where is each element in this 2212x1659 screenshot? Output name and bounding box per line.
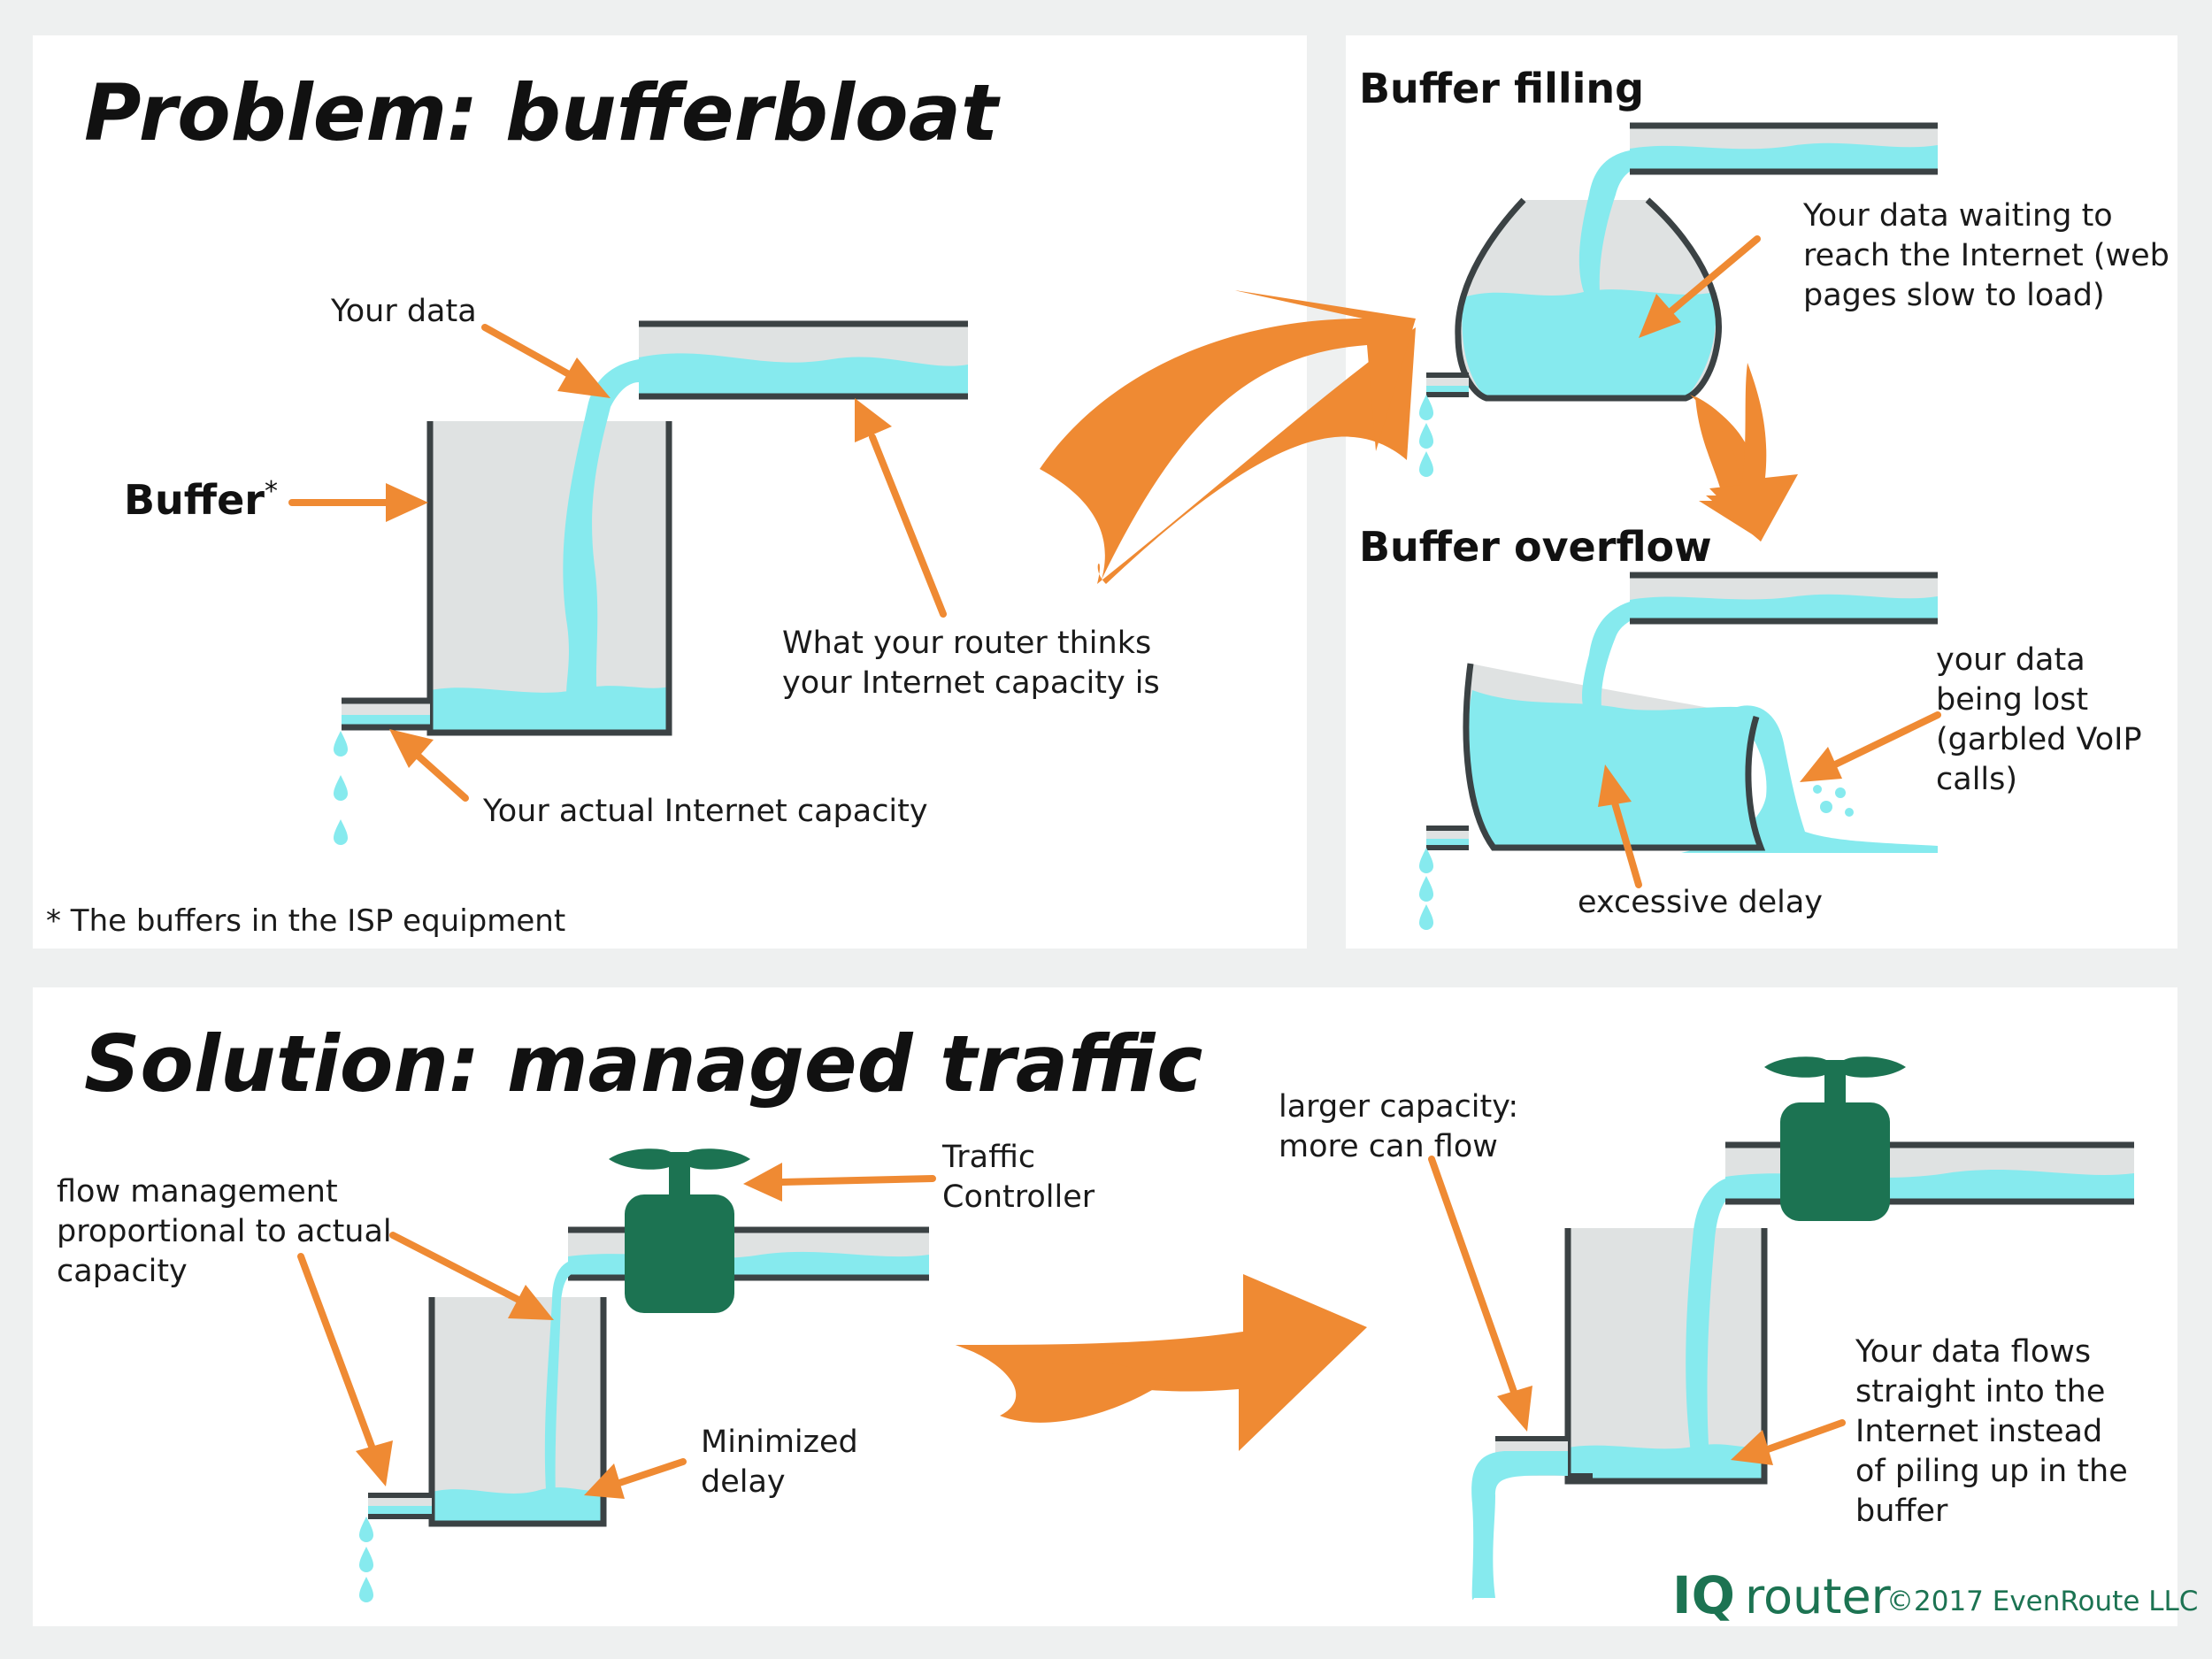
traffic-controller-label: Traffic Controller: [941, 1140, 1095, 1215]
arrow-head-icon: [1800, 747, 1842, 782]
large-capacity-arrows: [1428, 1156, 1846, 1465]
excessive-delay-label: excessive delay: [1578, 885, 1823, 920]
minimized-delay-label: Minimized delay: [701, 1425, 868, 1500]
buffer-label: Buffer*: [124, 476, 278, 524]
buffer-overflow-diagram: [1419, 572, 1938, 930]
larger-capacity-label: larger capacity: more can flow: [1279, 1089, 1528, 1164]
your-data-label: Your data: [330, 294, 477, 329]
arrow-head-icon: [1639, 294, 1681, 338]
flow-management-label: flow management proportional to actual c…: [57, 1174, 402, 1289]
solution-title: Solution: managed traffic: [84, 1018, 1202, 1110]
logo-iq: IQ: [1672, 1565, 1735, 1625]
transition-arrow-icon: [1097, 327, 1416, 584]
arrow-head-icon: [584, 1463, 625, 1499]
iqrouter-logo: IQ router: [1672, 1565, 1892, 1625]
footnote: * The buffers in the ISP equipment: [46, 903, 565, 939]
problem-arrows: [288, 324, 947, 802]
arrow-head-icon: [1497, 1386, 1532, 1432]
solution-arrows: [297, 1163, 936, 1499]
data-waiting-label: Your data waiting to reach the Internet …: [1802, 198, 2179, 313]
overflow-arrows: [1598, 711, 1941, 888]
arrow-head-icon: [743, 1163, 782, 1202]
larger-capacity-diagram: [1471, 1056, 2134, 1601]
actual-capacity-label: Your actual Internet capacity: [482, 794, 928, 829]
arrow-head-icon: [1731, 1430, 1773, 1465]
arrow-head-icon: [356, 1440, 393, 1486]
buffer-overflow-title: Buffer overflow: [1359, 523, 1712, 571]
solution-transition-arrow-icon: [956, 1274, 1367, 1451]
arrow-head-icon: [1598, 764, 1632, 807]
data-lost-label: your data being lost (garbled VoIP calls…: [1936, 642, 2152, 797]
buffer-filling-diagram: [1419, 122, 1938, 477]
buffer-filling-title: Buffer filling: [1359, 65, 1644, 112]
problem-title: Problem: bufferbloat: [84, 67, 1001, 158]
arrow-head-icon: [855, 398, 892, 442]
filling-arrow: [1639, 235, 1761, 338]
solution-transition-arrow-icon: [956, 1345, 1168, 1423]
arrow-head-icon: [386, 483, 428, 522]
router-thinks-label: What your router thinks your Internet ca…: [782, 626, 1161, 701]
arrow-head-icon: [557, 357, 611, 398]
copyright: ©2017 EvenRoute LLC: [1886, 1586, 2198, 1617]
buffer-diagram: [334, 320, 968, 845]
arrow-head-icon: [389, 729, 434, 768]
transition-arrow-icon: [1040, 290, 1416, 580]
arrow-head-icon: [508, 1285, 554, 1320]
data-flows-label: Your data flows straight into the Intern…: [1855, 1334, 2138, 1529]
managed-buffer-diagram: [359, 1148, 929, 1602]
down-arrow-icon: [1709, 363, 1798, 541]
logo-router: router: [1745, 1569, 1892, 1624]
solution-panel: [33, 987, 2177, 1626]
